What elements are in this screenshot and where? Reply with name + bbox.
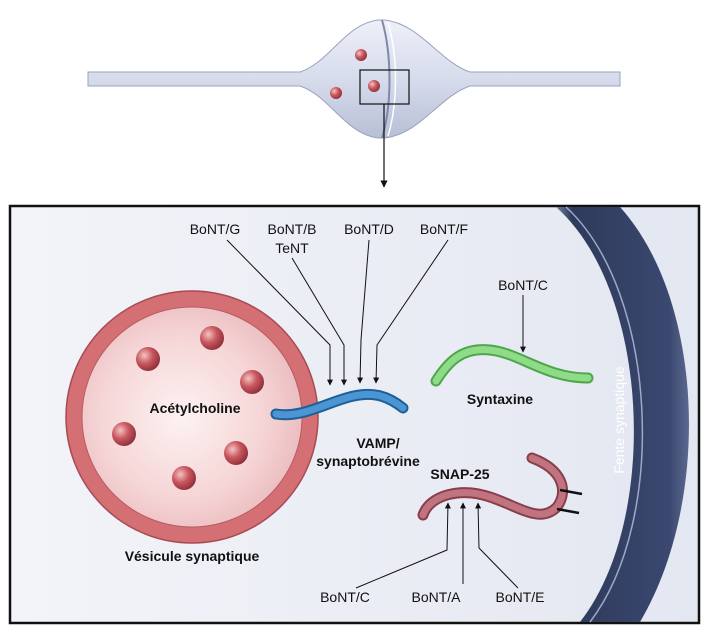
label-bont-e: BoNT/E: [495, 589, 544, 605]
label-vesicle: Vésicule synaptique: [125, 548, 260, 564]
acetylcholine-molecule: [200, 326, 224, 350]
vesicle-dot: [330, 87, 342, 99]
label-bont-f: BoNT/F: [420, 221, 468, 237]
pointer-bont-e: [475, 502, 519, 589]
acetylcholine-molecule: [172, 466, 196, 490]
pointer-bont-c-bottom: [355, 502, 451, 589]
acetylcholine-molecule: [136, 347, 160, 371]
synaptic-membrane: [556, 207, 689, 622]
syntaxin-protein-highlight: [432, 346, 592, 385]
acetylcholine-molecule: [112, 422, 136, 446]
pointer-bont-d: [357, 239, 370, 384]
label-tent: TeNT: [275, 240, 309, 256]
vamp-protein-highlight: [272, 390, 407, 419]
vesicle-dot: [368, 80, 380, 92]
axon-overview: [87, 19, 621, 188]
label-bont-c-bottom: BoNT/C: [320, 589, 370, 605]
axon-cleft-line-2: [387, 21, 397, 137]
pointer-bont-g: [226, 239, 333, 386]
snap25-protein-highlight: [419, 454, 567, 519]
membrane-edge: [565, 206, 644, 623]
pointer-bont-b: [291, 257, 347, 386]
axon-cleft-line: [381, 19, 391, 139]
label-acetylcholine: Acétylcholine: [149, 400, 240, 416]
axon-shape: [87, 19, 621, 139]
snap25-anchor: [559, 488, 583, 496]
label-snap25: SNAP-25: [430, 466, 489, 482]
snap25-anchor: [556, 507, 580, 515]
acetylcholine-molecule: [240, 370, 264, 394]
label-bont-g: BoNT/G: [190, 221, 241, 237]
label-vamp-line2: synaptobrévine: [316, 453, 420, 469]
label-synaptic-cleft: Fente synaptique: [611, 366, 627, 474]
label-bont-a: BoNT/A: [411, 589, 461, 605]
label-vamp-line1: VAMP/: [356, 435, 399, 451]
acetylcholine-molecule: [224, 441, 248, 465]
pointer-bont-f: [373, 239, 449, 384]
vesicle-inner: [81, 306, 303, 528]
label-syntaxin: Syntaxine: [467, 391, 533, 407]
label-bont-d: BoNT/D: [344, 221, 394, 237]
label-bont-b: BoNT/B: [267, 221, 316, 237]
synaptic-vesicle: [65, 290, 319, 544]
vesicle-dot: [355, 49, 367, 61]
zoom-panel: BoNT/G BoNT/B TeNT BoNT/D BoNT/F BoNT/C …: [8, 204, 701, 625]
label-bont-c-top: BoNT/C: [498, 277, 548, 293]
